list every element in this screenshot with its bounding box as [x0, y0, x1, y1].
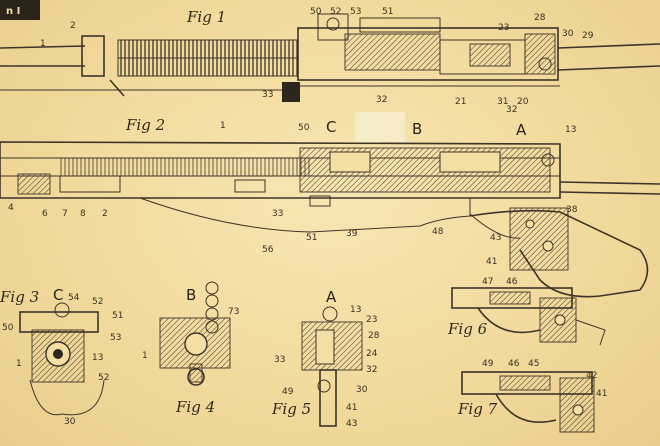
fig7-label: 42: [586, 371, 597, 381]
fig6-title: Fig 6: [447, 320, 488, 338]
fig1-label: 50: [310, 7, 322, 17]
fig1-label: 2: [70, 21, 76, 31]
fig4-title: Fig 4: [175, 398, 215, 416]
fig2-label: 8: [80, 209, 86, 219]
figure-4: B 73 1 Fig 4: [142, 281, 239, 416]
fig2-label: 38: [566, 205, 578, 215]
fig3-section: C: [53, 286, 63, 304]
fig5-label: 32: [366, 365, 377, 375]
fig2-label: 56: [262, 245, 274, 255]
fig5-label: 33: [274, 355, 285, 365]
fig1-label: 52: [330, 7, 341, 17]
fig5-label: 30: [356, 385, 368, 395]
fig1-label: 51: [382, 7, 393, 17]
fig2-label: 48: [432, 227, 444, 237]
fig3-label: 13: [92, 353, 103, 363]
fig2-label: 50: [298, 123, 310, 133]
fig3-label: 52: [98, 373, 109, 383]
fig5-label: 49: [282, 387, 294, 397]
fig1-label: 53: [350, 7, 361, 17]
fig3-title: Fig 3: [0, 288, 39, 306]
fig3-label: 50: [2, 323, 14, 333]
fig2-label: 7: [62, 209, 68, 219]
fig3-label: 52: [92, 297, 103, 307]
fig6-label: 47: [482, 277, 493, 287]
fig1-label: 21: [455, 97, 466, 107]
fig3-label: 30: [64, 417, 76, 427]
fig2-label: 13: [565, 125, 576, 135]
fig1-label: 1: [40, 39, 46, 49]
fig5-label: 41: [346, 403, 357, 413]
fig5-label: 13: [350, 305, 361, 315]
fig1-label: 30: [562, 29, 574, 39]
plate-tab: [0, 0, 40, 20]
fig2-label: 4: [8, 203, 14, 213]
fig1-label: 31: [497, 97, 508, 107]
fig2-label: 39: [346, 229, 358, 239]
fig4-section: B: [186, 286, 196, 304]
fig2-label: 1: [220, 121, 226, 131]
plate-label: n I: [6, 6, 20, 17]
fig4-label: 73: [228, 307, 239, 317]
fig2-label: 2: [102, 209, 108, 219]
fig5-section: A: [326, 288, 337, 306]
fig4-label: 1: [142, 351, 148, 361]
fig7-label: 41: [596, 389, 607, 399]
fig7-label: 49: [482, 359, 494, 369]
figure-5: A 13 23 28 24 32 33 30 49 41 43 Fig 5: [271, 288, 380, 429]
fig1-label: 28: [534, 13, 546, 23]
fig1-label: 20: [517, 97, 529, 107]
figure-2: Fig 2 C B A 1 50 13 4 6 7 8 2: [0, 112, 660, 298]
fig5-label: 24: [366, 349, 378, 359]
fig2-label: 6: [42, 209, 48, 219]
fig2-label: 43: [490, 233, 501, 243]
fig2-section-c: C: [326, 118, 336, 136]
fig7-label: 46: [508, 359, 520, 369]
fig3-label: 53: [110, 333, 121, 343]
fig5-label: 43: [346, 419, 357, 429]
fig7-title: Fig 7: [457, 400, 498, 418]
fig2-label: 51: [306, 233, 317, 243]
figure-1: Fig 1 1 2 50 52 53 51 23 28 30 29 33: [0, 7, 660, 115]
fig3-label: 51: [112, 311, 123, 321]
fig2-section-a: A: [516, 121, 527, 139]
fig5-title: Fig 5: [271, 400, 311, 418]
fig1-label: 33: [262, 90, 273, 100]
fig5-label: 28: [368, 331, 380, 341]
fig2-label: 33: [272, 209, 283, 219]
fig1-label: 32: [376, 95, 387, 105]
figure-6: 47 46 Fig 6: [447, 277, 606, 346]
fig2-title: Fig 2: [125, 116, 165, 134]
fig2-section-b: B: [412, 120, 422, 138]
fig3-label: 54: [68, 293, 80, 303]
fig3-label: 1: [16, 359, 22, 369]
figure-7: 49 46 45 42 41 Fig 7: [457, 359, 607, 433]
fig2-label: 41: [486, 257, 497, 267]
fig1-label: 23: [498, 23, 509, 33]
figure-3: Fig 3 C 54 52 51 50 53 1 13 52 30: [0, 286, 123, 427]
fig5-label: 23: [366, 315, 377, 325]
fig1-title: Fig 1: [186, 8, 226, 26]
fig1-label: 32: [506, 105, 517, 115]
fig7-label: 45: [528, 359, 539, 369]
fig1-label: 29: [582, 31, 594, 41]
fig6-label: 46: [506, 277, 518, 287]
